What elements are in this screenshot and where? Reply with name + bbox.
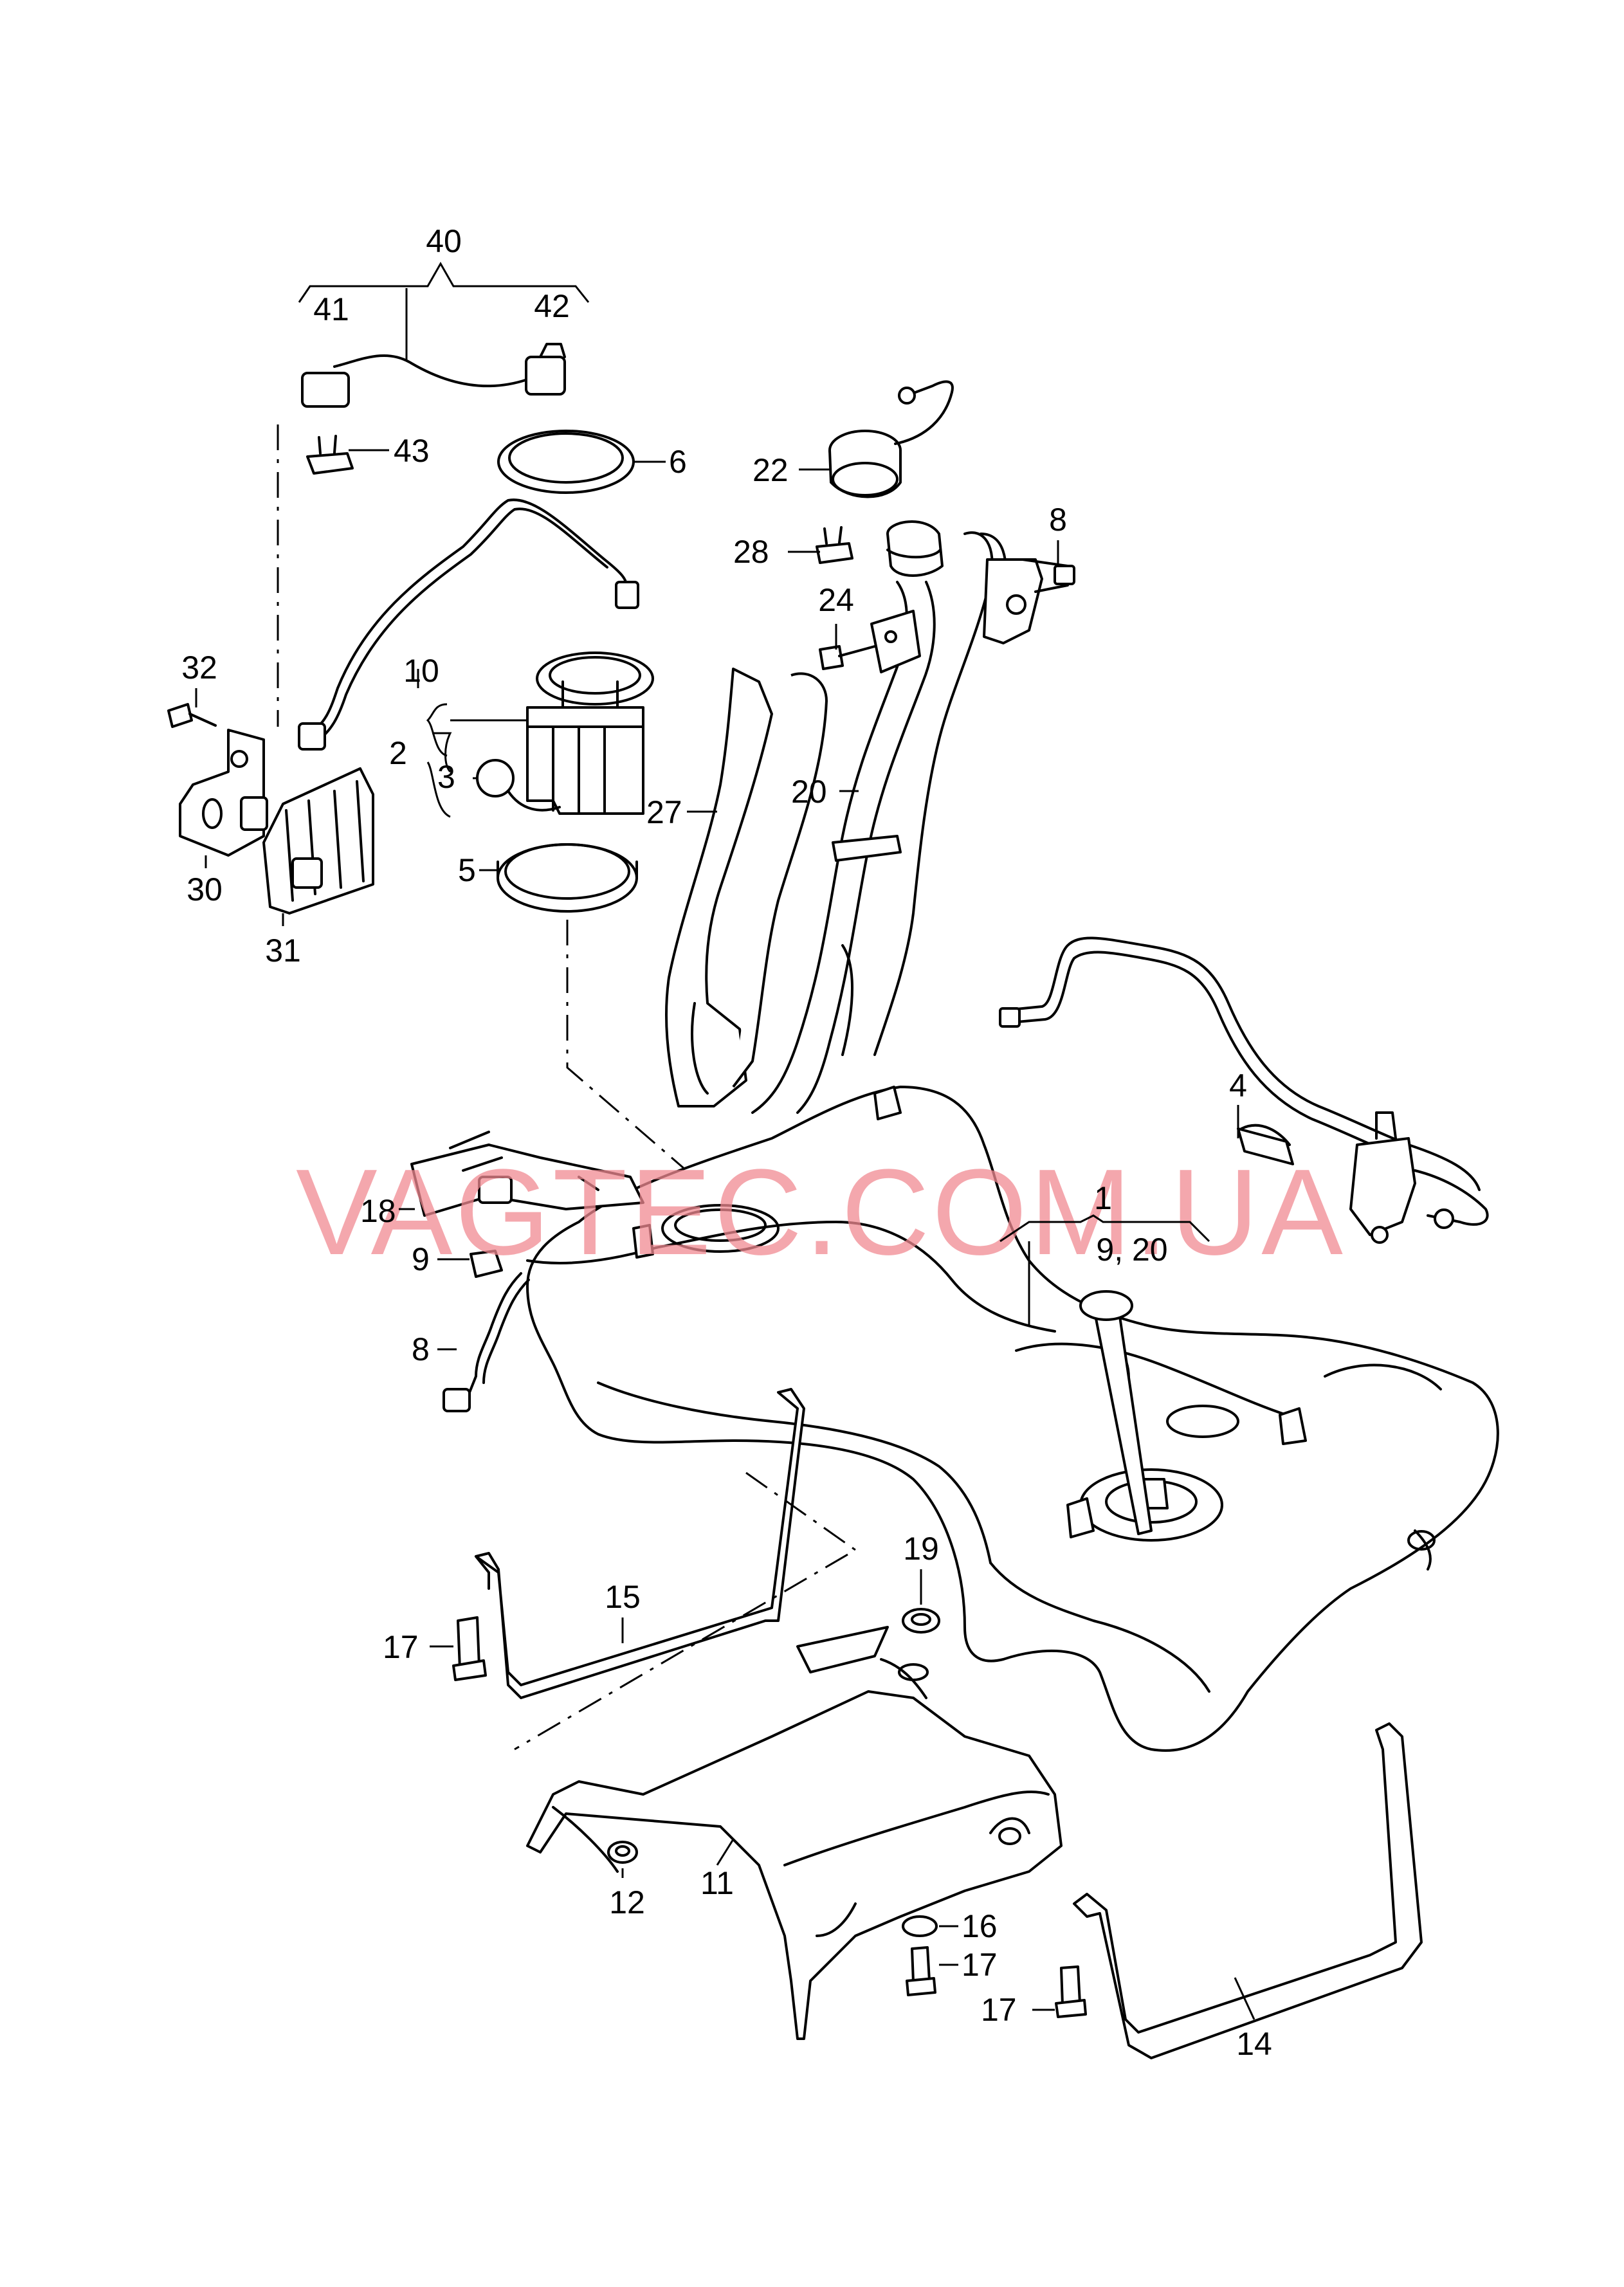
bolt-17b	[906, 1946, 936, 1996]
connector-clip-43	[306, 435, 354, 475]
label-22: 22	[753, 452, 789, 488]
label-28: 28	[733, 534, 769, 570]
label-14: 14	[1236, 2026, 1272, 2062]
part-labels: 40 41 42 43 6 22 8 28 24 32 10 2 3 30 31…	[181, 223, 1272, 2062]
label-4: 4	[1229, 1068, 1247, 1104]
heat-shield-27	[664, 668, 828, 1107]
label-8-top: 8	[1049, 502, 1067, 538]
grommet-19	[902, 1608, 940, 1634]
vent-valve-bracket-8	[983, 558, 1075, 644]
screw-32	[167, 703, 217, 728]
label-5: 5	[458, 852, 476, 888]
label-12: 12	[609, 1884, 645, 1920]
label-3: 3	[437, 759, 455, 795]
label-27: 27	[646, 794, 682, 830]
label-40: 40	[426, 223, 462, 259]
label-30: 30	[187, 871, 223, 907]
label-24: 24	[818, 582, 854, 618]
label-31: 31	[265, 933, 301, 969]
clip-9	[470, 1250, 503, 1278]
strap-14	[1073, 1722, 1423, 2059]
fuel-tank-1	[526, 1086, 1499, 1752]
line-8	[468, 1272, 522, 1394]
label-9-20: 9, 20	[1096, 1232, 1167, 1268]
bolt-17c	[1055, 1965, 1087, 2018]
watermark-text: VAGTEC.COM.UA	[296, 1144, 1346, 1280]
label-17-right: 17	[981, 1992, 1017, 2028]
sender-unit-18	[410, 1131, 644, 1217]
label-17-left: 17	[383, 1629, 419, 1665]
label-17-mid: 17	[962, 1947, 998, 1983]
label-32: 32	[181, 650, 217, 686]
label-20: 20	[791, 774, 827, 810]
clip-28	[816, 526, 853, 564]
label-8: 8	[412, 1331, 430, 1367]
fuel-pump-module-2	[426, 651, 654, 818]
label-16: 16	[962, 1908, 998, 1944]
fuel-line-10	[306, 498, 628, 734]
label-6: 6	[669, 444, 687, 480]
label-41: 41	[313, 291, 349, 327]
fuel-cap-22	[828, 380, 954, 498]
leader-lines	[195, 449, 1255, 2020]
nut-12	[607, 1841, 638, 1864]
retaining-ring-5	[497, 843, 638, 913]
label-43: 43	[394, 433, 430, 469]
wiring-harness-part	[298, 261, 590, 408]
label-10: 10	[403, 653, 439, 689]
bolt-24	[819, 610, 921, 673]
cover-31	[262, 767, 374, 915]
strap-15	[475, 1388, 805, 1699]
label-2: 2	[389, 735, 407, 771]
vent-line-4	[999, 936, 1489, 1244]
label-11: 11	[700, 1865, 734, 1901]
bracket-30	[179, 729, 268, 857]
label-15: 15	[605, 1579, 641, 1615]
label-19: 19	[903, 1531, 939, 1567]
label-18: 18	[360, 1193, 396, 1229]
label-9: 9	[412, 1241, 430, 1277]
bolt-17a	[452, 1616, 487, 1681]
label-42: 42	[534, 288, 570, 324]
sealing-ring-6	[497, 430, 635, 494]
washer-16	[902, 1915, 938, 1937]
label-1: 1	[1094, 1180, 1112, 1216]
